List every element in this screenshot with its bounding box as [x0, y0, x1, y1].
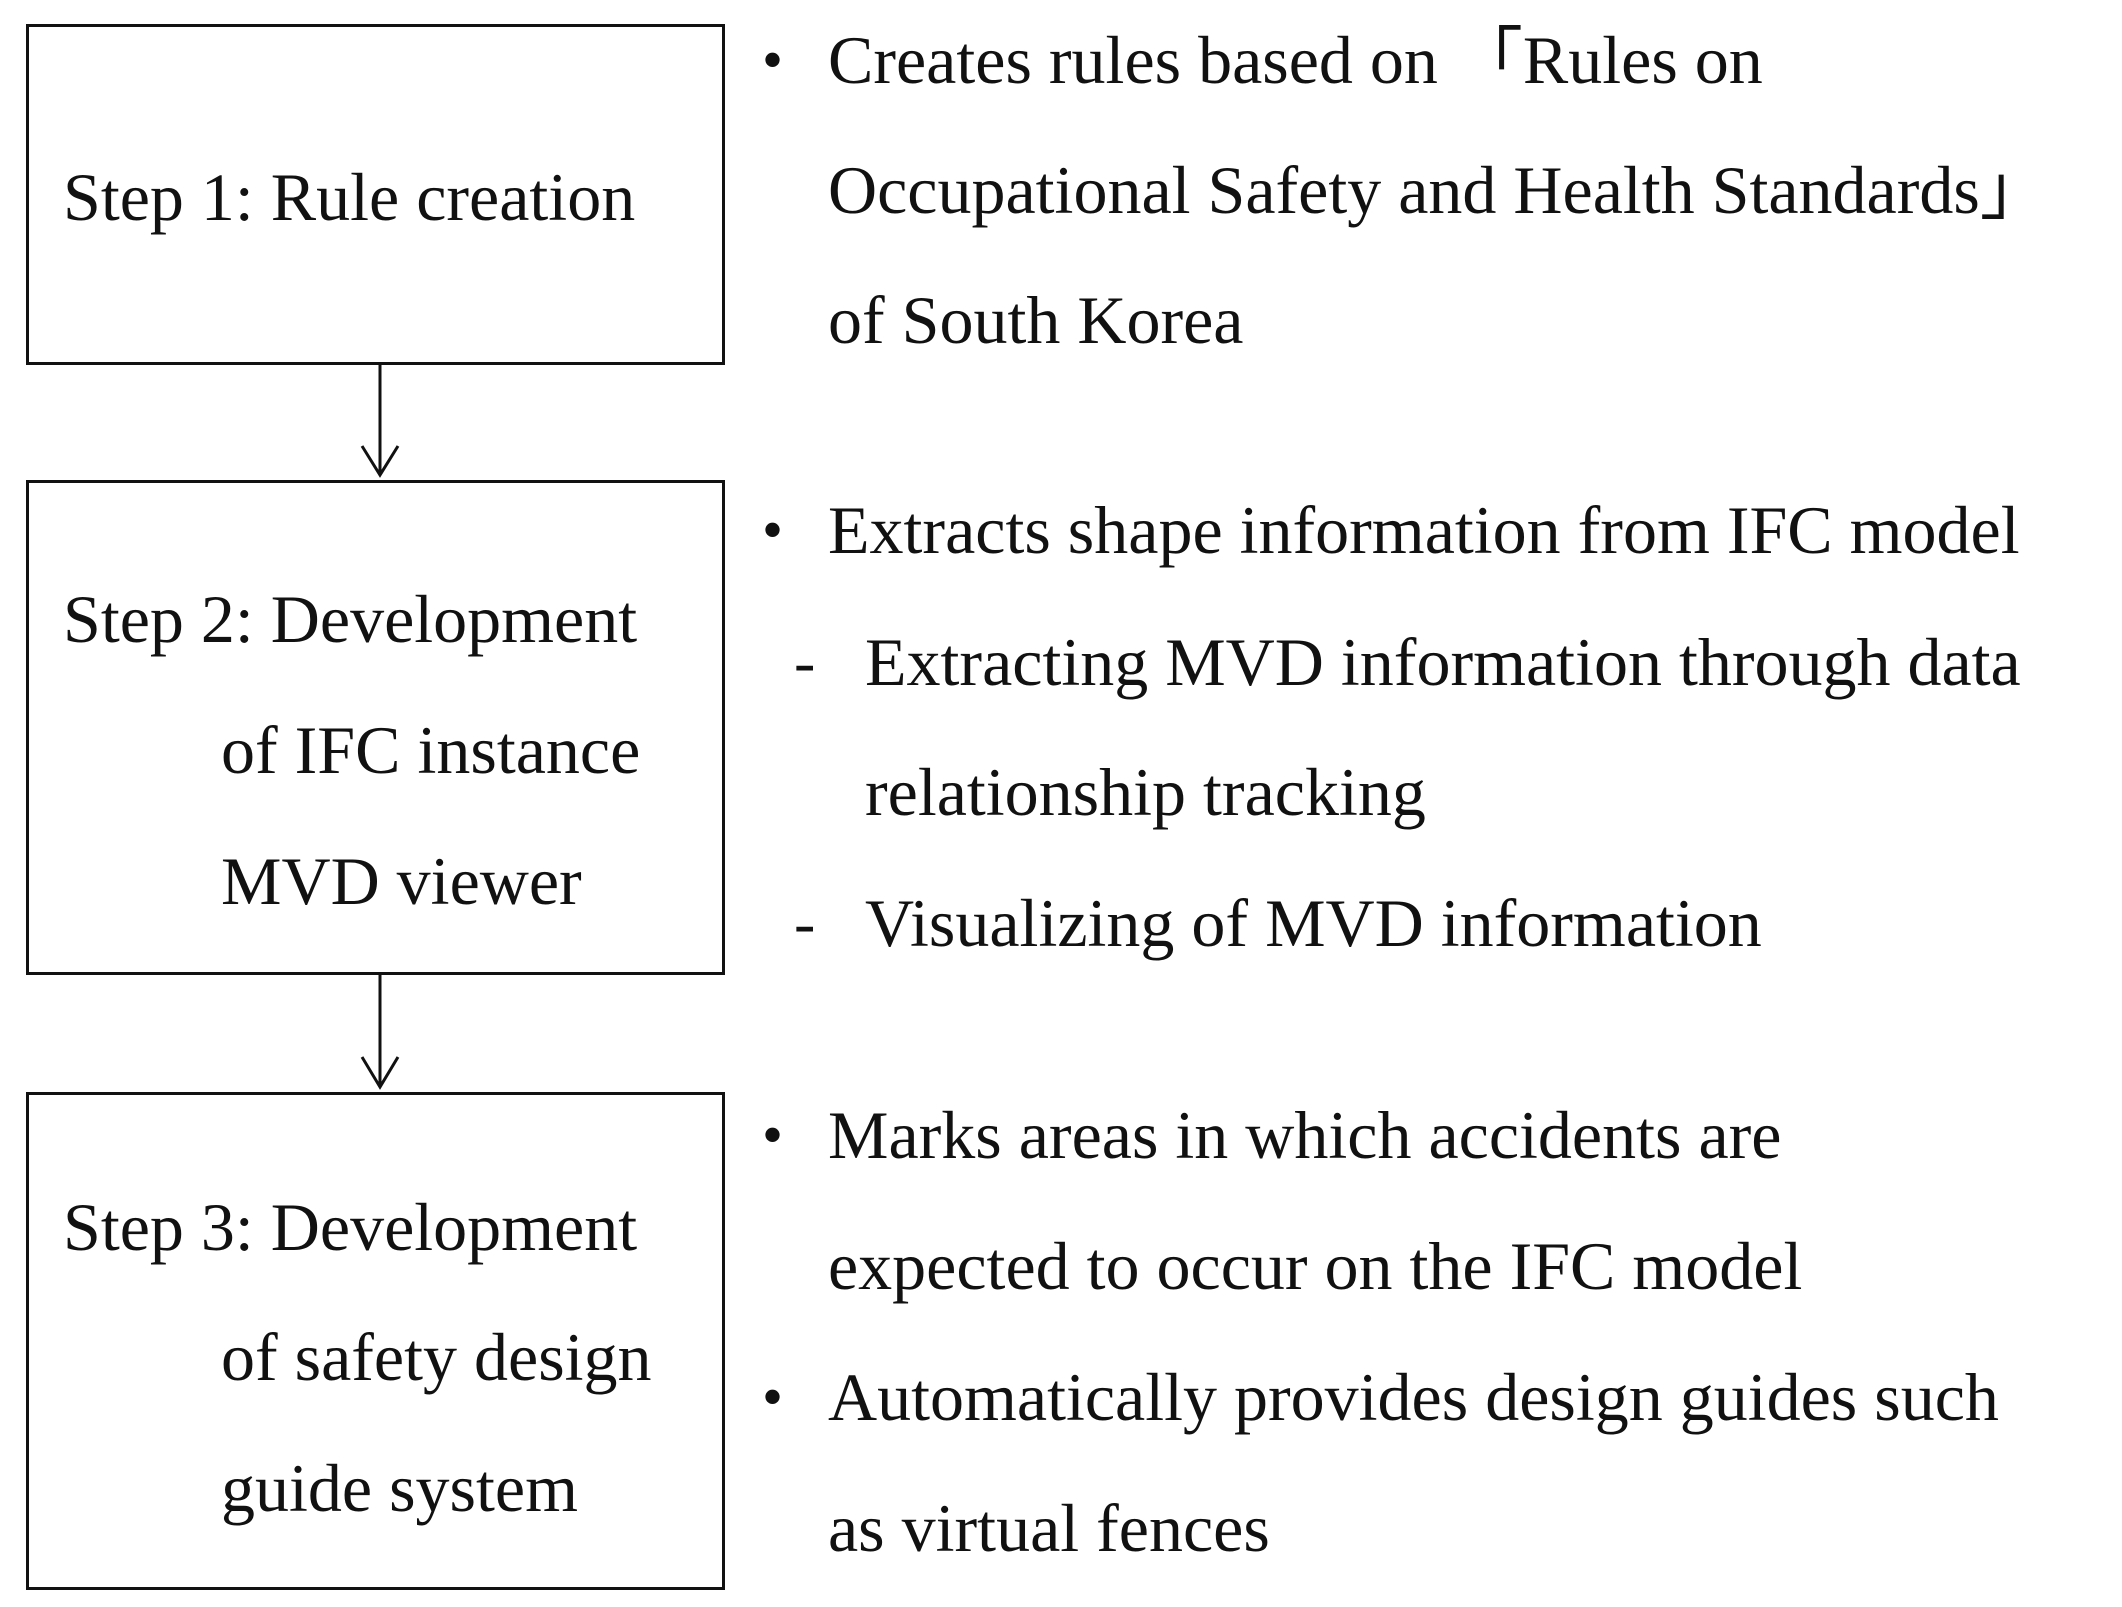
- step-2-title-line-3: MVD viewer: [221, 843, 582, 919]
- step-2-title-line-2: of IFC instance: [221, 712, 641, 788]
- step-1-bullet-line-3: of South Korea: [828, 282, 1244, 358]
- step-3-bullet-1-marker: •: [762, 1102, 784, 1168]
- arrow-step2-to-step3: [360, 975, 400, 1090]
- step-2-sub-item-1-line-1: Extracting MVD information through data: [865, 624, 2021, 700]
- step-3-bullet-1-line-2: expected to occur on the IFC model: [828, 1228, 1803, 1304]
- step-3-bullet-2-marker: •: [762, 1364, 784, 1430]
- arrow-step1-to-step2: [360, 365, 400, 478]
- step-2-sub-item-1-line-2: relationship tracking: [865, 754, 1426, 830]
- step-3-bullet-1-line-1: Marks areas in which accidents are: [828, 1097, 1782, 1173]
- step-2-bullet-line-1: Extracts shape information from IFC mode…: [828, 492, 2020, 568]
- step-2-box: Step 2: Development of IFC instance MVD …: [26, 480, 725, 975]
- step-3-bullet-2-line-1: Automatically provides design guides suc…: [828, 1359, 1999, 1435]
- step-1-bullet-line-1: Creates rules based on 「Rules on: [828, 22, 1763, 98]
- step-1-bullet-line-2: Occupational Safety and Health Standards…: [828, 152, 2048, 228]
- step-1-title: Step 1: Rule creation: [63, 159, 636, 235]
- step-3-title-line-2: of safety design: [221, 1319, 652, 1395]
- step-2-bullet-marker: •: [762, 497, 784, 563]
- step-2-title-line-1: Step 2: Development: [63, 581, 638, 657]
- step-2-dash-marker-1: -: [794, 626, 816, 697]
- step-3-title-line-1: Step 3: Development: [63, 1189, 638, 1265]
- step-2-dash-marker-2: -: [794, 887, 816, 958]
- step-3-box: Step 3: Development of safety design gui…: [26, 1092, 725, 1590]
- step-3-bullet-2-line-2: as virtual fences: [828, 1490, 1270, 1566]
- step-1-bullet-marker: •: [762, 27, 784, 93]
- step-2-sub-item-2-line-1: Visualizing of MVD information: [865, 885, 1762, 961]
- step-1-box: Step 1: Rule creation: [26, 24, 725, 365]
- step-3-title-line-3: guide system: [221, 1450, 578, 1526]
